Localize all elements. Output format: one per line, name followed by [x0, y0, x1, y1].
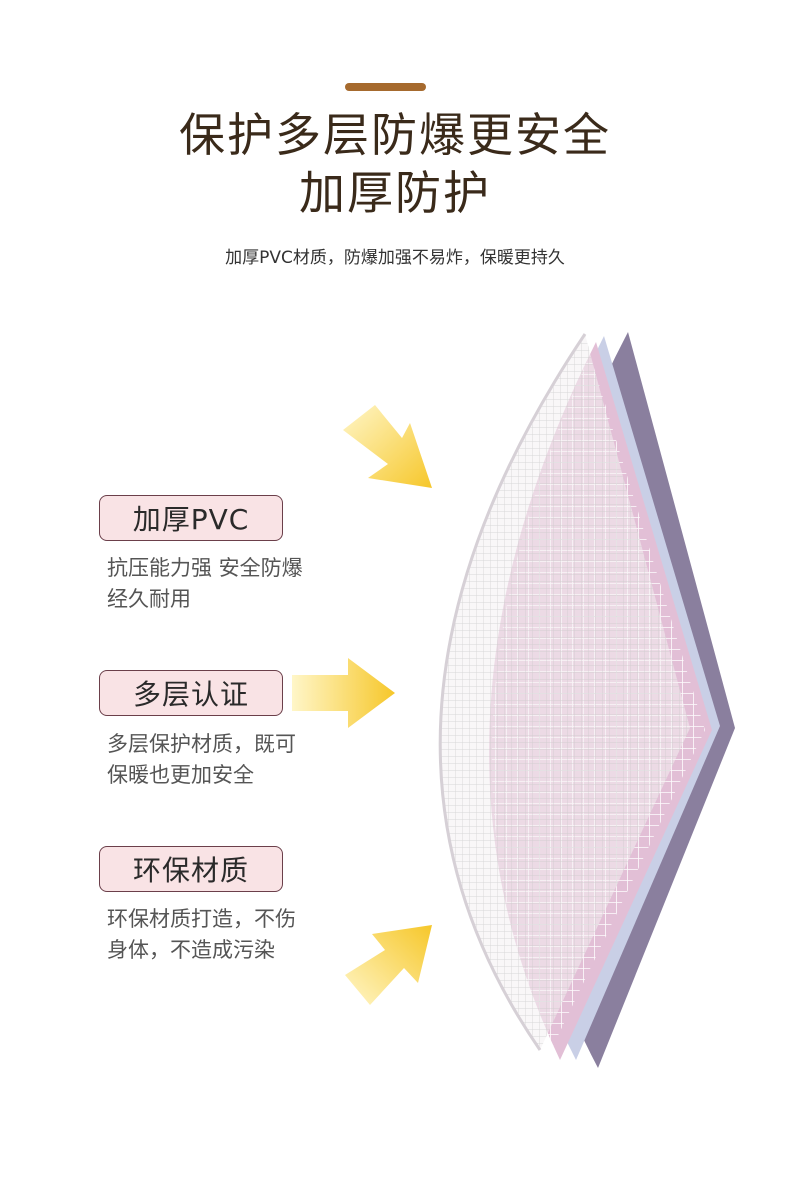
feature-desc-line: 环保材质打造，不伤 [107, 907, 296, 931]
page-subtitle: 加厚PVC材质，防爆加强不易炸，保暖更持久 [225, 248, 565, 268]
arrow-up-right-icon [345, 925, 432, 1005]
feature-desc-thick-pvc: 抗压能力强 安全防爆 经久耐用 [107, 553, 347, 615]
feature-desc-line: 身体，不造成污染 [107, 938, 275, 962]
feature-desc-line: 抗压能力强 安全防爆 [107, 556, 303, 580]
accent-bar [345, 83, 426, 91]
feature-desc-multi-layer: 多层保护材质，既可 保暖也更加安全 [107, 729, 347, 791]
feature-desc-line: 经久耐用 [107, 587, 191, 611]
feature-desc-line: 多层保护材质，既可 [107, 732, 296, 756]
arrow-right-icon [292, 658, 395, 728]
feature-desc-line: 保暖也更加安全 [107, 763, 254, 787]
feature-tag-thick-pvc: 加厚PVC [99, 495, 283, 541]
page-title-line2: 加厚防护 [299, 166, 491, 220]
feature-tag-eco: 环保材质 [99, 846, 283, 892]
feature-tag-multi-layer: 多层认证 [99, 670, 283, 716]
page-title: 保护多层防爆更安全 [179, 108, 611, 162]
arrow-down-right-icon [343, 405, 432, 488]
feature-desc-eco: 环保材质打造，不伤 身体，不造成污染 [107, 904, 347, 966]
